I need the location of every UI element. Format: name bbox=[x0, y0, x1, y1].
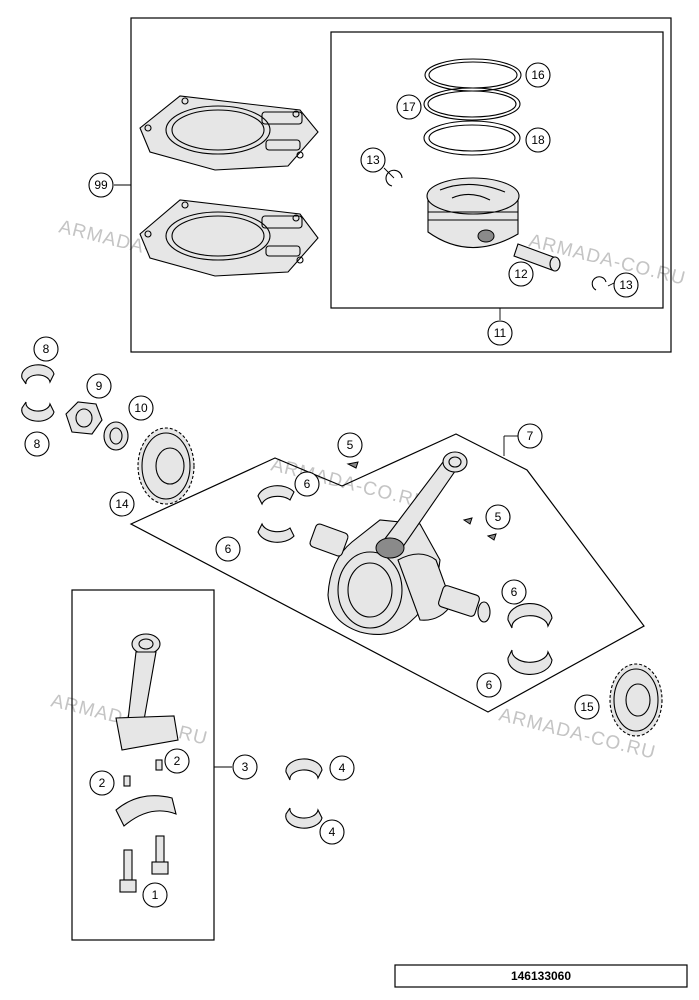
svg-text:16: 16 bbox=[531, 68, 545, 82]
callout-17: 17 bbox=[396, 94, 422, 120]
callout-12: 12 bbox=[508, 261, 534, 287]
dowel-pin bbox=[123, 775, 131, 787]
callout-11: 11 bbox=[487, 320, 513, 346]
bearing-shell-upper bbox=[21, 364, 55, 385]
connecting-rod-kit-frame bbox=[71, 589, 215, 941]
callout-14: 14 bbox=[109, 491, 135, 517]
callout-5-right: 5 bbox=[485, 504, 511, 530]
connecting-rod bbox=[115, 633, 179, 751]
svg-text:4: 4 bbox=[329, 825, 336, 839]
svg-text:6: 6 bbox=[225, 542, 232, 556]
callout-8-top: 8 bbox=[33, 336, 59, 362]
svg-text:8: 8 bbox=[43, 342, 50, 356]
piston-ring-middle bbox=[423, 87, 521, 121]
svg-text:6: 6 bbox=[511, 585, 518, 599]
primary-gear bbox=[137, 427, 195, 505]
gasket-kit-frame bbox=[130, 17, 672, 353]
callout-18: 18 bbox=[525, 127, 551, 153]
svg-text:10: 10 bbox=[134, 401, 148, 415]
crankshaft-assembly bbox=[309, 451, 491, 635]
conrod-bolt bbox=[151, 835, 169, 875]
callout-4-top: 4 bbox=[329, 755, 355, 781]
callout-7: 7 bbox=[517, 423, 543, 449]
callout-2-right: 2 bbox=[164, 748, 190, 774]
piston-ring-top bbox=[424, 58, 522, 92]
woodruff-key bbox=[462, 517, 473, 525]
svg-text:11: 11 bbox=[494, 326, 507, 340]
main-bearing-shell bbox=[257, 485, 295, 506]
cylinder-head-gasket bbox=[139, 95, 319, 171]
woodruff-key bbox=[486, 533, 497, 541]
svg-text:7: 7 bbox=[527, 429, 534, 443]
crankshaft-kit-frame bbox=[129, 433, 645, 713]
callout-5-top: 5 bbox=[337, 432, 363, 458]
circlip-right bbox=[591, 276, 607, 291]
svg-text:18: 18 bbox=[531, 133, 545, 147]
callout-3: 3 bbox=[232, 754, 258, 780]
svg-text:4: 4 bbox=[339, 761, 346, 775]
callout-6-right-bottom: 6 bbox=[476, 672, 502, 698]
callout-13-left: 13 bbox=[360, 147, 386, 173]
svg-text:12: 12 bbox=[514, 267, 528, 281]
callout-10: 10 bbox=[128, 395, 154, 421]
conrod-bolt bbox=[119, 849, 137, 893]
cylinder-base-gasket bbox=[139, 199, 319, 277]
leader-lines bbox=[114, 167, 615, 768]
svg-text:13: 13 bbox=[619, 278, 633, 292]
callout-16: 16 bbox=[525, 62, 551, 88]
drawing-code: 146133060 bbox=[511, 969, 571, 983]
svg-text:5: 5 bbox=[495, 510, 502, 524]
main-bearing-shell bbox=[257, 522, 295, 543]
callout-8-bottom: 8 bbox=[24, 431, 50, 457]
conrod-bearing-shell-upper bbox=[285, 758, 323, 781]
svg-text:8: 8 bbox=[34, 437, 41, 451]
bearing-shell-lower bbox=[21, 401, 55, 422]
svg-text:15: 15 bbox=[580, 700, 594, 714]
svg-text:5: 5 bbox=[347, 438, 354, 452]
svg-text:17: 17 bbox=[402, 100, 416, 114]
piston-pin bbox=[513, 243, 561, 272]
woodruff-key bbox=[346, 461, 359, 469]
washer bbox=[103, 421, 129, 451]
hex-nut bbox=[65, 401, 103, 435]
piston-ring-oil bbox=[423, 120, 521, 156]
callout-2-left: 2 bbox=[89, 770, 115, 796]
svg-text:1: 1 bbox=[152, 888, 159, 902]
callout-6-left: 6 bbox=[215, 536, 241, 562]
callout-4-bottom: 4 bbox=[319, 819, 345, 845]
piston bbox=[426, 177, 520, 249]
main-bearing-shell bbox=[507, 649, 553, 675]
callout-99: 99 bbox=[88, 172, 114, 198]
callout-15: 15 bbox=[574, 694, 600, 720]
callout-6-top: 6 bbox=[294, 471, 320, 497]
svg-text:2: 2 bbox=[174, 754, 181, 768]
piston-kit-frame bbox=[330, 31, 664, 309]
callout-1: 1 bbox=[142, 882, 168, 908]
dowel-pin bbox=[155, 759, 163, 771]
callout-13-right: 13 bbox=[613, 272, 639, 298]
main-bearing-shell bbox=[507, 603, 553, 629]
connecting-rod-cap bbox=[115, 795, 177, 827]
svg-text:14: 14 bbox=[115, 497, 129, 511]
conrod-bearing-shell-lower bbox=[285, 807, 323, 829]
svg-text:6: 6 bbox=[486, 678, 493, 692]
drawing-code-box: 146133060 bbox=[394, 964, 688, 988]
balancer-gear bbox=[609, 663, 663, 737]
svg-text:99: 99 bbox=[94, 178, 108, 192]
svg-text:6: 6 bbox=[304, 477, 311, 491]
svg-text:13: 13 bbox=[366, 153, 380, 167]
callout-6-right-top: 6 bbox=[501, 579, 527, 605]
svg-text:9: 9 bbox=[96, 379, 103, 393]
svg-text:2: 2 bbox=[99, 776, 106, 790]
svg-text:3: 3 bbox=[242, 760, 249, 774]
circlip-left bbox=[385, 169, 403, 187]
callout-9: 9 bbox=[86, 373, 112, 399]
